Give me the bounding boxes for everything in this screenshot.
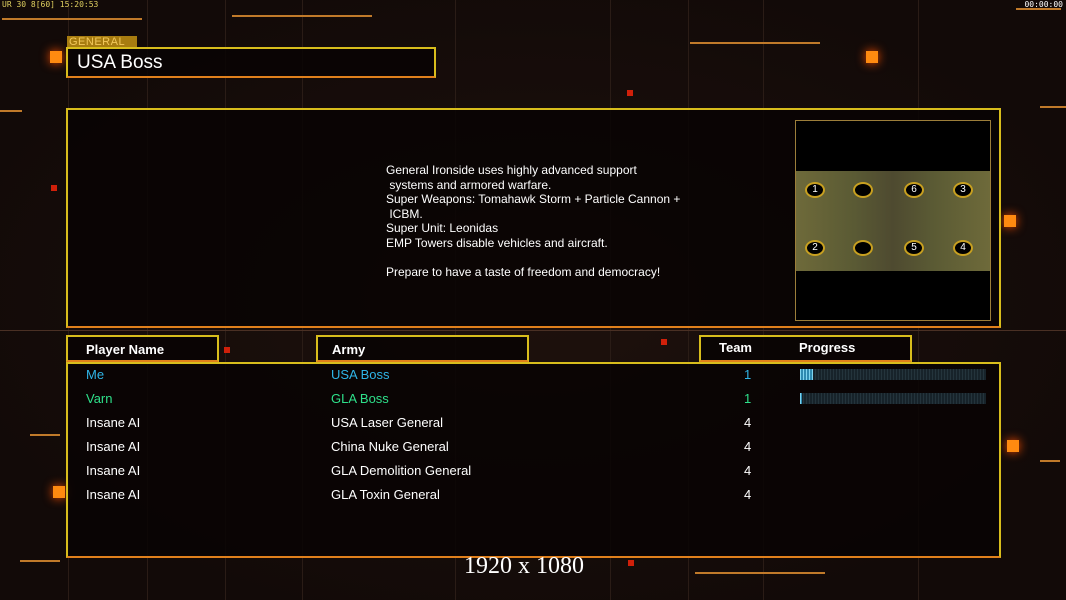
player-name: Insane AI xyxy=(86,439,141,454)
player-name: Varn xyxy=(86,391,113,406)
fps-counter: UR 30 8[60] 15:20:53 xyxy=(2,0,99,9)
player-row[interactable]: Insane AI USA Laser General 4 xyxy=(68,412,999,436)
player-team: 4 xyxy=(744,415,752,430)
player-army: USA Boss xyxy=(331,367,390,382)
start-spot-2: 2 xyxy=(805,240,825,256)
player-row[interactable]: Insane AI China Nuke General 4 xyxy=(68,436,999,460)
resolution-label: 1920 x 1080 xyxy=(464,553,584,579)
player-team: 1 xyxy=(744,391,752,406)
start-spot-5: 5 xyxy=(904,240,924,256)
header-progress: Progress xyxy=(799,340,856,355)
start-spot-1: 1 xyxy=(805,182,825,198)
player-name: Insane AI xyxy=(86,415,141,430)
start-spot-4: 4 xyxy=(953,240,973,256)
general-name: USA Boss xyxy=(66,47,436,78)
game-clock: 00:00:00 xyxy=(1024,0,1063,9)
header-team: Team xyxy=(719,340,752,355)
player-army: China Nuke General xyxy=(331,439,449,454)
player-name: Me xyxy=(86,367,105,382)
general-description: General Ironside uses highly advanced su… xyxy=(386,163,681,279)
start-spot-3: 3 xyxy=(953,182,973,198)
player-row[interactable]: Me USA Boss 1 xyxy=(68,364,999,388)
header-team-progress: Team Progress xyxy=(699,335,912,362)
player-team: 4 xyxy=(744,487,752,502)
start-spot-6: 6 xyxy=(904,182,924,198)
progress-bar xyxy=(800,393,986,404)
player-team: 4 xyxy=(744,463,752,478)
progress-bar xyxy=(800,369,986,380)
player-name: Insane AI xyxy=(86,487,141,502)
header-army: Army xyxy=(316,335,529,362)
map-image: 1 2 3 4 5 6 xyxy=(796,171,990,271)
progress-fill xyxy=(800,369,814,380)
player-army: GLA Boss xyxy=(331,391,389,406)
general-label: GENERAL xyxy=(67,36,137,48)
player-team: 4 xyxy=(744,439,752,454)
player-row[interactable]: Insane AI GLA Demolition General 4 xyxy=(68,460,999,484)
player-army: GLA Demolition General xyxy=(331,463,472,478)
player-army: GLA Toxin General xyxy=(331,487,440,502)
empty-spot xyxy=(853,182,873,198)
player-army: USA Laser General xyxy=(331,415,444,430)
player-name: Insane AI xyxy=(86,463,141,478)
description-panel: General Ironside uses highly advanced su… xyxy=(66,108,1001,328)
player-team: 1 xyxy=(744,367,752,382)
header-player-name: Player Name xyxy=(66,335,219,362)
map-preview: 1 2 3 4 5 6 xyxy=(795,120,991,321)
player-row[interactable]: Insane AI GLA Toxin General 4 xyxy=(68,484,999,508)
progress-fill xyxy=(800,393,802,404)
player-row[interactable]: Varn GLA Boss 1 xyxy=(68,388,999,412)
empty-spot xyxy=(853,240,873,256)
